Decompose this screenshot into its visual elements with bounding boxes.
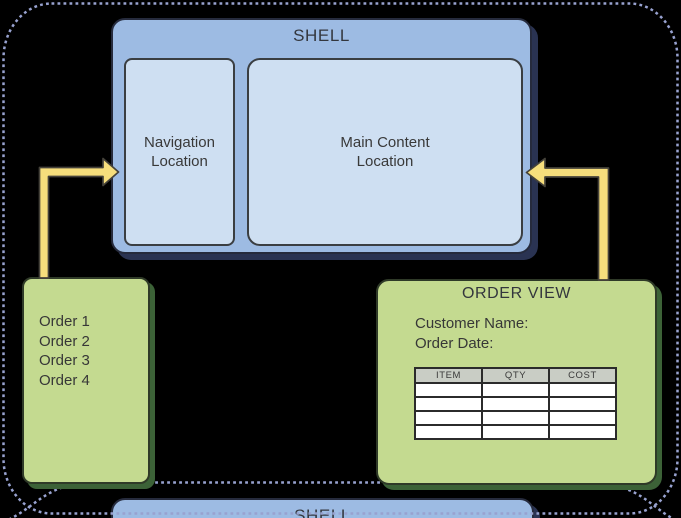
table-cell <box>548 410 617 426</box>
shell-title: SHELL <box>293 26 350 45</box>
navigation-location-panel: Navigation Location <box>124 58 235 246</box>
order-items-table: ITEM QTY COST <box>414 367 617 440</box>
main-content-label-line1: Main Content <box>340 134 430 151</box>
col-header-cost: COST <box>548 367 617 384</box>
navigation-label-line1: Navigation <box>144 134 215 151</box>
table-cell <box>548 382 617 398</box>
orders-list-box: Order 1 Order 2 Order 3 Order 4 <box>22 277 150 484</box>
table-row <box>414 396 617 412</box>
table-row <box>414 382 617 398</box>
order-item: Order 2 <box>39 332 90 350</box>
left-elbow-arrow-icon <box>38 157 120 279</box>
col-header-qty: QTY <box>481 367 550 384</box>
order-date-label: Order Date: <box>415 334 494 352</box>
table-cell <box>548 424 617 440</box>
order-view-fields: Customer Name: Order Date: <box>415 314 528 353</box>
main-content-location-panel: Main Content Location <box>247 58 523 246</box>
table-header-row: ITEM QTY COST <box>414 367 617 384</box>
table-cell <box>414 424 483 440</box>
table-row <box>414 424 617 440</box>
table-cell <box>414 396 483 412</box>
table-cell <box>414 410 483 426</box>
order-item: Order 1 <box>39 313 90 330</box>
table-cell <box>548 396 617 412</box>
table-row <box>414 410 617 426</box>
orders-list: Order 1 Order 2 Order 3 Order 4 <box>39 312 90 390</box>
table-cell <box>481 382 550 398</box>
order-item: Order 3 <box>39 352 90 369</box>
table-cell <box>481 396 550 412</box>
bottom-shell-title: SHELL <box>294 506 351 518</box>
navigation-label-line2: Location <box>151 153 208 170</box>
shell-box: SHELL Navigation Location Main Content L… <box>111 18 532 254</box>
table-cell <box>481 410 550 426</box>
order-view-box: ORDER VIEW Customer Name: Order Date: IT… <box>376 279 657 485</box>
customer-name-label: Customer Name: <box>415 315 529 332</box>
order-item: Order 4 <box>39 371 90 389</box>
col-header-item: ITEM <box>414 367 483 384</box>
order-view-title: ORDER VIEW <box>461 285 572 302</box>
main-content-label-line2: Location <box>356 153 414 170</box>
bottom-shell-box: SHELL <box>111 498 534 518</box>
table-cell <box>481 424 550 440</box>
table-cell <box>414 382 483 398</box>
right-elbow-arrow-icon <box>525 157 610 281</box>
